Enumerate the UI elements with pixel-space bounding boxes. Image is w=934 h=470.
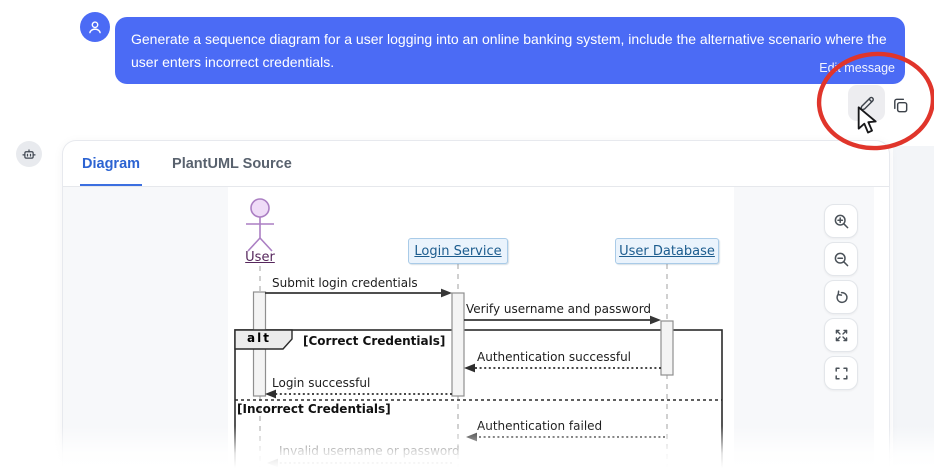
guard-incorrect-credentials: [Incorrect Credentials] <box>237 402 391 416</box>
edit-message-tooltip: Edit message <box>819 61 895 75</box>
alt-operator-pentagon <box>234 329 293 350</box>
message-authentication-failed: Authentication failed <box>477 419 603 433</box>
arrow-invalid-username-password <box>267 458 452 468</box>
user-avatar <box>80 12 110 42</box>
pencil-icon <box>860 96 874 110</box>
arrow-verify-username-password <box>464 315 661 325</box>
expand-button[interactable] <box>824 318 858 352</box>
tab-bar: Diagram PlantUML Source <box>63 141 889 187</box>
page-background-strip <box>893 146 934 470</box>
message-verify-username-password: Verify username and password <box>466 302 652 316</box>
assistant-avatar <box>16 141 42 167</box>
guard-correct-credentials: [Correct Credentials] <box>303 334 446 348</box>
actor-icon <box>246 198 274 252</box>
copy-icon <box>893 98 907 112</box>
alt-operator-label: alt <box>247 331 271 345</box>
reset-view-icon <box>835 289 848 303</box>
user-message-text: Generate a sequence diagram for a user l… <box>131 31 887 70</box>
arrow-authentication-successful <box>464 363 661 373</box>
tab-plantuml-source[interactable]: PlantUML Source <box>172 155 292 172</box>
participant-user-database: User Database <box>615 238 719 264</box>
copy-message-button[interactable] <box>888 93 912 117</box>
reset-view-button[interactable] <box>824 280 858 314</box>
fullscreen-button[interactable] <box>824 356 858 390</box>
message-login-successful: Login successful <box>272 376 371 390</box>
user-message-bubble: Generate a sequence diagram for a user l… <box>115 17 905 84</box>
actor-label-user: User <box>245 250 275 265</box>
message-authentication-successful: Authentication successful <box>477 350 632 364</box>
arrow-authentication-failed <box>466 432 665 442</box>
zoom-out-button[interactable] <box>824 242 858 276</box>
message-invalid-username-password: Invalid username or password <box>279 444 460 458</box>
diagram-panel: Diagram PlantUML Source <box>62 140 890 470</box>
participant-login-service: Login Service <box>408 238 508 264</box>
zoom-in-button[interactable] <box>824 204 858 238</box>
diagram-viewer[interactable]: User Login Service User Database Submit … <box>63 187 874 470</box>
expand-icon <box>835 329 847 341</box>
activation-bar-login-service <box>451 292 465 397</box>
activation-bar-user-database <box>660 320 674 376</box>
sequence-diagram: User Login Service User Database Submit … <box>228 187 734 470</box>
bot-icon <box>22 149 36 159</box>
fullscreen-icon <box>834 366 848 380</box>
viewer-controls <box>824 204 858 390</box>
tab-diagram[interactable]: Diagram <box>80 141 143 186</box>
zoom-out-icon <box>834 252 848 266</box>
sequence-diagram-canvas <box>234 198 723 470</box>
message-submit-login-credentials: Submit login credentials <box>272 276 418 290</box>
edit-message-button[interactable] <box>848 85 885 121</box>
user-icon <box>89 21 101 34</box>
arrow-login-successful <box>265 389 452 399</box>
arrow-submit-login-credentials <box>265 288 452 298</box>
zoom-in-icon <box>834 214 848 228</box>
